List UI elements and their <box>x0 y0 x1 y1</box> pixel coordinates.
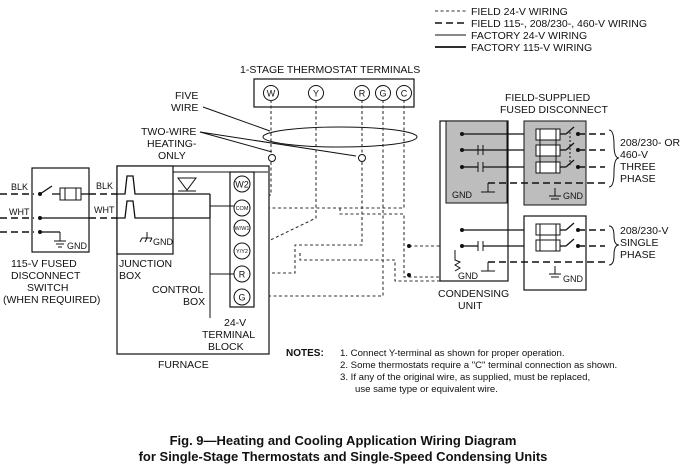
legend-field-115v: FIELD 115-, 208/230-, 460-V WIRING <box>471 18 647 30</box>
single-phase-label-3: PHASE <box>620 249 656 261</box>
svg-text:Y: Y <box>313 89 319 99</box>
condensing-three-phase-area <box>445 120 508 204</box>
note-2: 2. Some thermostats require a "C" termin… <box>340 360 617 371</box>
fused-switch-label-4: (WHEN REQUIRED) <box>3 294 100 306</box>
field-supplied-label-2: FUSED DISCONNECT <box>500 104 609 116</box>
tb-label-3: BLOCK <box>208 341 244 353</box>
gnd-left-label: GND <box>67 241 88 251</box>
gnd-cond-label: GND <box>458 271 479 281</box>
svg-text:R: R <box>359 89 366 99</box>
coil-icon <box>454 250 462 272</box>
two-wire-leader-b <box>199 131 357 157</box>
gnd-single-label: GND <box>563 274 584 284</box>
blk-right-label: BLK <box>96 181 113 191</box>
single-phase-label-2: SINGLE <box>620 237 659 249</box>
tb-terminal-w-w1: W/W1 <box>233 219 251 237</box>
fused-switch-label-2: DISCONNECT <box>11 270 81 282</box>
gnd-three-label: GND <box>452 190 473 200</box>
legend-field-24v: FIELD 24-V WIRING <box>471 6 568 18</box>
note-3-cont: use same type or equivalent wire. <box>355 384 498 395</box>
wire-bundle-ellipse <box>262 126 418 148</box>
two-wire-label-1: TWO-WIRE <box>141 126 196 138</box>
notes: NOTES: 1. Connect Y-terminal as shown fo… <box>286 348 617 395</box>
three-phase-disconnect: GND 208/230- OR 460-V THREE PHASE <box>488 120 681 206</box>
thermostat: 1-STAGE THERMOSTAT TERMINALS W Y R G C <box>240 64 420 148</box>
fuse-icon <box>59 187 82 201</box>
thermostat-terminal-y: Y <box>308 85 324 101</box>
svg-text:G: G <box>379 89 386 99</box>
figure-caption-line-1: Fig. 9—Heating and Cooling Application W… <box>170 433 517 448</box>
field-24v-wires <box>251 100 440 297</box>
tb-label-1: 24-V <box>224 317 246 329</box>
fused-switch-label-1: 115-V FUSED <box>11 258 77 270</box>
two-wire-leader-a <box>199 131 273 153</box>
tb-terminal-com: COM <box>233 199 251 217</box>
field-supplied-label-1: FIELD-SUPPLIED <box>505 92 591 104</box>
fused-disconnect-switch: BLK WHT GND 115-V FUSED DISCONNECT SWITC… <box>0 167 100 306</box>
thermostat-terminal-g: G <box>375 85 391 101</box>
tb-terminal-y-y2: Y/Y2 <box>233 242 251 260</box>
svg-text:W: W <box>267 89 276 99</box>
tb-terminal-w2: W2 <box>233 175 251 193</box>
wht-right-label: WHT <box>94 205 115 215</box>
thermostat-terminal-c: C <box>396 85 412 101</box>
wht-left-label: WHT <box>9 207 30 217</box>
condensing-label-2: UNIT <box>458 300 483 312</box>
thermostat-terminal-w: W <box>263 85 279 101</box>
three-phase-label-4: PHASE <box>620 173 656 185</box>
terminal-block <box>229 171 255 308</box>
single-phase-disconnect: GND 208/230-V SINGLE PHASE <box>488 215 668 291</box>
three-phase-label-2: 460-V <box>620 149 648 161</box>
transformer-icon <box>177 177 197 191</box>
two-wire-terminal-r <box>358 154 366 162</box>
svg-text:COM: COM <box>236 206 249 212</box>
notes-heading: NOTES: <box>286 348 324 359</box>
control-box-label-1: CONTROL <box>152 284 203 296</box>
five-wire-label-2: WIRE <box>171 102 198 114</box>
wiring-legend: FIELD 24-V WIRING FIELD 115-, 208/230-, … <box>435 6 647 54</box>
blk-left-label: BLK <box>11 182 28 192</box>
note-3: 3. If any of the original wire, as suppl… <box>340 372 590 383</box>
thermostat-title: 1-STAGE THERMOSTAT TERMINALS <box>240 64 420 76</box>
three-phase-brace <box>608 129 620 188</box>
svg-text:C: C <box>401 89 408 99</box>
svg-text:G: G <box>238 293 245 303</box>
svg-text:W2: W2 <box>235 180 249 190</box>
two-wire-label-3: ONLY <box>158 150 186 162</box>
svg-text:Y/Y2: Y/Y2 <box>236 249 248 255</box>
three-phase-label-1: 208/230- OR <box>620 137 681 149</box>
junction-label-1: JUNCTION <box>119 258 172 270</box>
tb-terminal-r: R <box>233 265 251 283</box>
furnace-label: FURNACE <box>158 359 209 371</box>
five-wire-label-1: FIVE <box>175 90 198 102</box>
condensing-label-1: CONDENSING <box>438 288 509 300</box>
svg-text:W/W1: W/W1 <box>235 226 250 232</box>
furnace: FURNACE JUNCTION BOX GND CONTROL BOX W2 <box>116 165 270 371</box>
tb-terminal-g: G <box>233 288 251 306</box>
junction-label-2: BOX <box>119 270 141 282</box>
tb-label-2: TERMINAL <box>202 329 255 341</box>
svg-text:R: R <box>239 270 246 280</box>
fused-switch-label-3: SWITCH <box>27 282 68 294</box>
legend-factory-115v: FACTORY 115-V WIRING <box>471 42 592 54</box>
thermostat-terminal-r: R <box>354 85 370 101</box>
condensing-unit: CONDENSING UNIT GND GND <box>407 120 525 312</box>
three-phase-label-3: THREE <box>620 161 656 173</box>
two-wire-label-2: HEATING- <box>147 138 197 150</box>
gnd-three-disc-label: GND <box>563 191 584 201</box>
two-wire-terminal-w <box>268 154 276 162</box>
legend-factory-24v: FACTORY 24-V WIRING <box>471 30 587 42</box>
control-box-label-2: BOX <box>183 296 205 308</box>
figure-caption-line-2: for Single-Stage Thermostats and Single-… <box>139 449 548 464</box>
five-wire-leader <box>202 106 271 132</box>
note-1: 1. Connect Y-terminal as shown for prope… <box>340 348 565 359</box>
single-phase-brace <box>608 225 620 266</box>
gnd-junction-label: GND <box>153 237 174 247</box>
single-phase-label-1: 208/230-V <box>620 225 668 237</box>
